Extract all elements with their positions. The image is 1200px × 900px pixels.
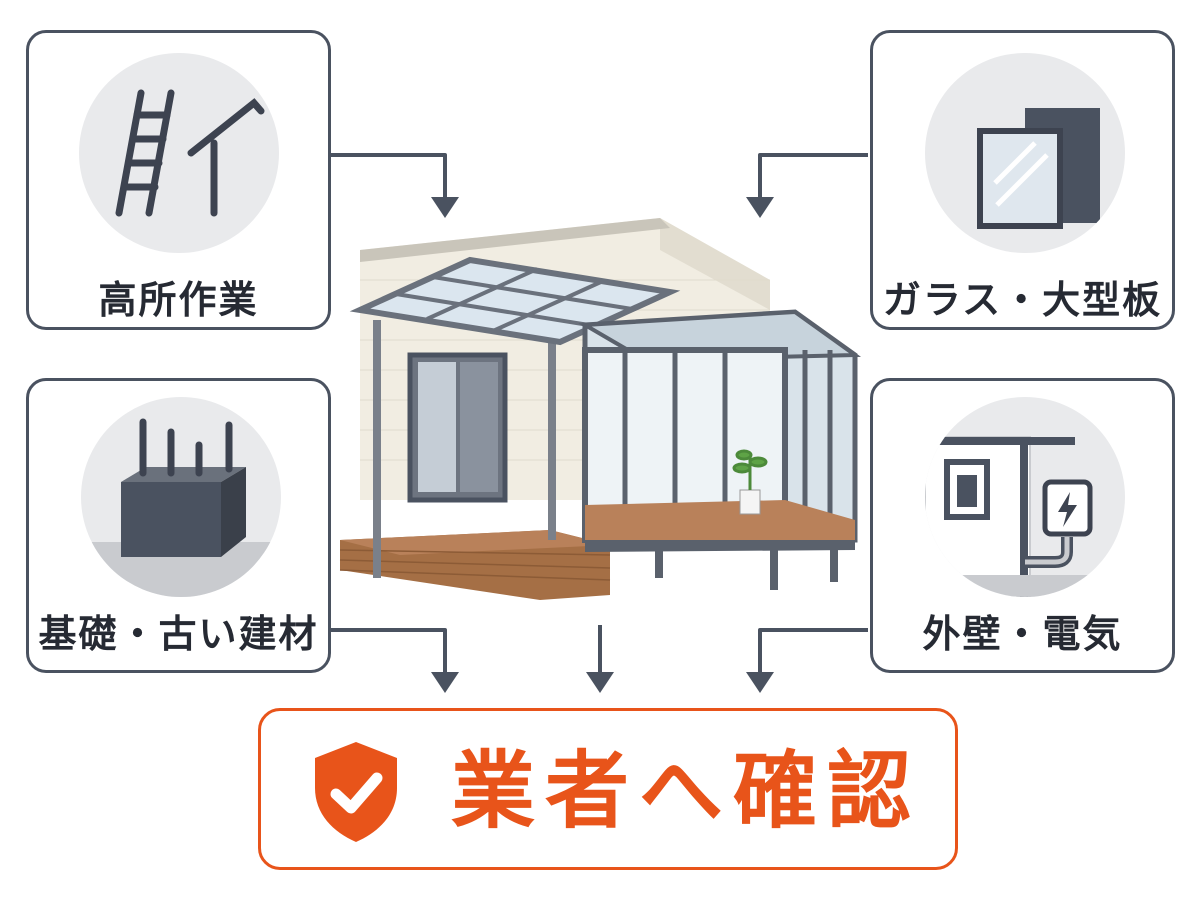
card-wall-electric: 外壁・電気	[870, 378, 1175, 673]
ladder-roof-icon	[79, 53, 279, 253]
card-label: 高所作業	[98, 278, 259, 322]
confirm-with-contractor-banner: 業者へ確認	[258, 708, 958, 870]
wall-outlet-icon	[925, 397, 1125, 597]
card-label: ガラス・大型板	[882, 278, 1163, 322]
foundation-block-icon	[81, 397, 281, 597]
card-glass: ガラス・大型板	[870, 30, 1175, 330]
card-high-work: 高所作業	[26, 30, 331, 330]
card-label: 基礎・古い建材	[38, 612, 319, 656]
card-foundation: 基礎・古い建材	[26, 378, 331, 673]
sunroom-house-illustration	[339, 218, 862, 600]
cta-label: 業者へ確認	[451, 742, 922, 840]
shield-check-icon	[315, 742, 397, 842]
glass-panel-icon	[925, 53, 1125, 253]
card-label: 外壁・電気	[922, 612, 1123, 656]
